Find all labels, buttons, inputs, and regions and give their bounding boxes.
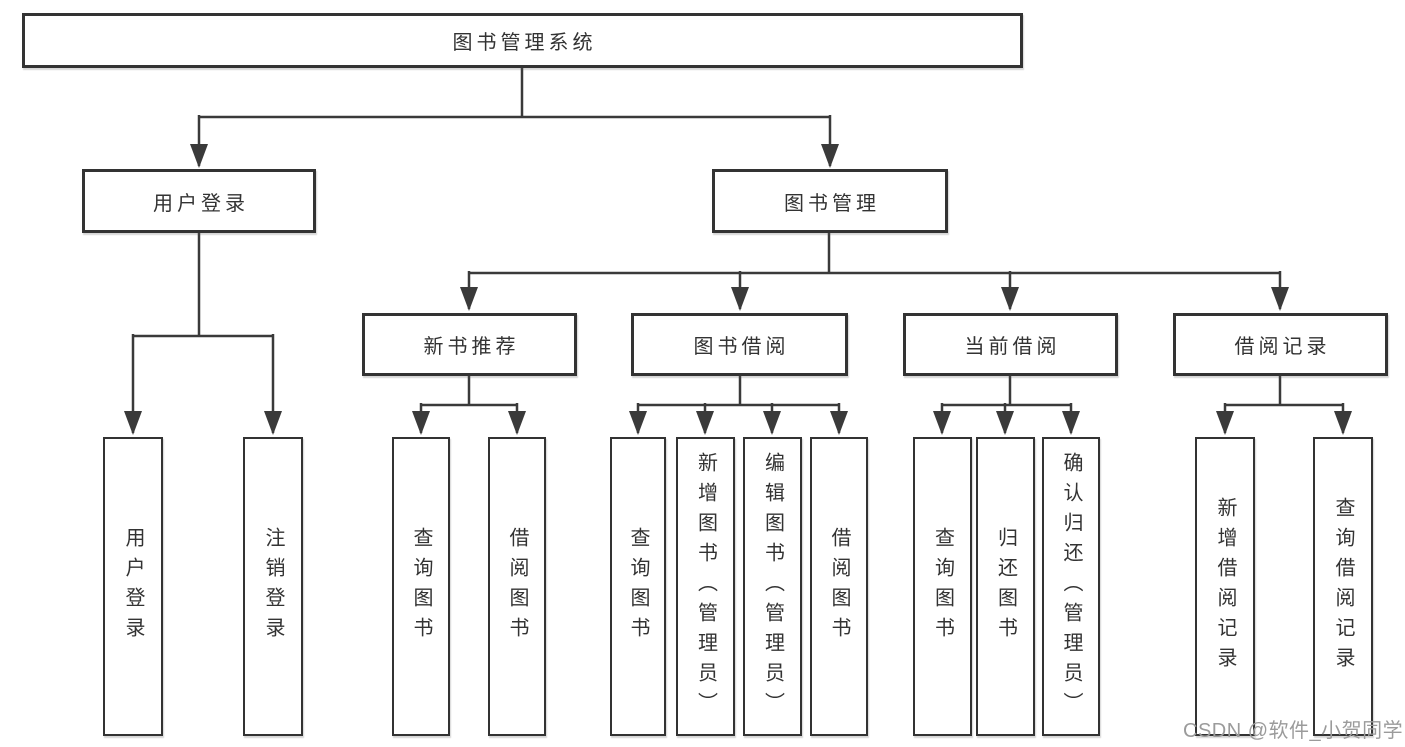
leaf-edit-books-admin: 编辑图书（管理员） xyxy=(743,437,802,736)
node-label: 图书借阅 xyxy=(693,336,790,358)
leaf-add-borrow-record: 新增借阅记录 xyxy=(1195,437,1255,736)
leaf-borrow-books-borrowing: 借阅图书 xyxy=(810,437,868,736)
node-label: 确认归还（管理员） xyxy=(1060,451,1082,722)
node-label: 新增借阅记录 xyxy=(1214,496,1236,677)
leaf-user-login: 用户登录 xyxy=(103,437,163,736)
node-label: 用户登录 xyxy=(122,526,144,647)
leaf-query-borrow-record: 查询借阅记录 xyxy=(1313,437,1373,736)
node-user-login: 用户登录 xyxy=(82,169,316,233)
node-label: 查询图书 xyxy=(931,526,954,647)
leaf-return-books: 归还图书 xyxy=(976,437,1035,736)
leaf-borrow-books-recommend: 借阅图书 xyxy=(488,437,546,736)
node-label: 用户登录 xyxy=(153,192,249,215)
node-borrowing-records: 借阅记录 xyxy=(1173,313,1388,376)
leaf-logout-login: 注销登录 xyxy=(243,437,303,736)
node-label: 查询图书 xyxy=(627,526,649,647)
node-book-borrowing: 图书借阅 xyxy=(631,313,848,376)
node-label: 图书管理系统 xyxy=(452,32,597,54)
node-label: 归还图书 xyxy=(994,526,1017,647)
leaf-confirm-return-admin: 确认归还（管理员） xyxy=(1042,437,1100,736)
node-label: 新书推荐 xyxy=(423,336,520,358)
leaf-query-books-current: 查询图书 xyxy=(913,437,972,736)
node-book-mgmt-system: 图书管理系统 xyxy=(22,13,1023,68)
node-new-book-recommendation: 新书推荐 xyxy=(362,313,577,376)
node-label: 查询借阅记录 xyxy=(1332,496,1354,677)
node-label: 图书管理 xyxy=(784,192,880,215)
node-label: 借阅图书 xyxy=(506,526,528,647)
node-label: 查询图书 xyxy=(410,526,432,647)
leaf-query-books-borrowing: 查询图书 xyxy=(610,437,666,736)
node-label: 当前借阅 xyxy=(964,336,1061,358)
leaf-add-books-admin: 新增图书（管理员） xyxy=(676,437,735,736)
node-label: 借阅记录 xyxy=(1234,336,1331,358)
node-label: 新增图书（管理员） xyxy=(694,451,717,722)
node-current-borrowing: 当前借阅 xyxy=(903,313,1118,376)
node-book-management: 图书管理 xyxy=(712,169,948,233)
leaf-query-books-recommend: 查询图书 xyxy=(392,437,450,736)
watermark-text: CSDN @软件_小贺同学 xyxy=(1183,720,1404,742)
node-label: 借阅图书 xyxy=(828,526,850,647)
node-label: 编辑图书（管理员） xyxy=(761,451,784,722)
node-label: 注销登录 xyxy=(262,526,284,647)
